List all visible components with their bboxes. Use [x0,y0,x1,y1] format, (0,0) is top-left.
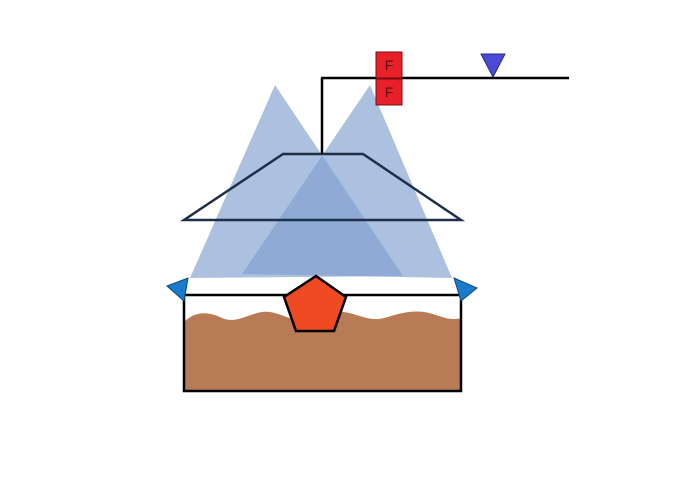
flow-sensor-box [375,78,403,106]
flow-sensor-top-label: F [385,57,394,73]
supply-pipe [320,76,569,154]
nozzle-right-icon [453,277,478,302]
spray-cones [190,85,452,278]
nozzle-left-icon [166,277,189,302]
flow-sensor-box [375,51,403,79]
flow-sensor-bottom: F [375,78,403,106]
water-level-icon [480,53,506,79]
spray-cone-right [242,85,452,278]
soil-fill [184,311,461,391]
pentagon-target-icon [282,274,348,333]
hood-outline [179,152,466,222]
flow-sensor-top: F [375,51,403,79]
flow-sensor-bottom-label: F [385,84,394,100]
